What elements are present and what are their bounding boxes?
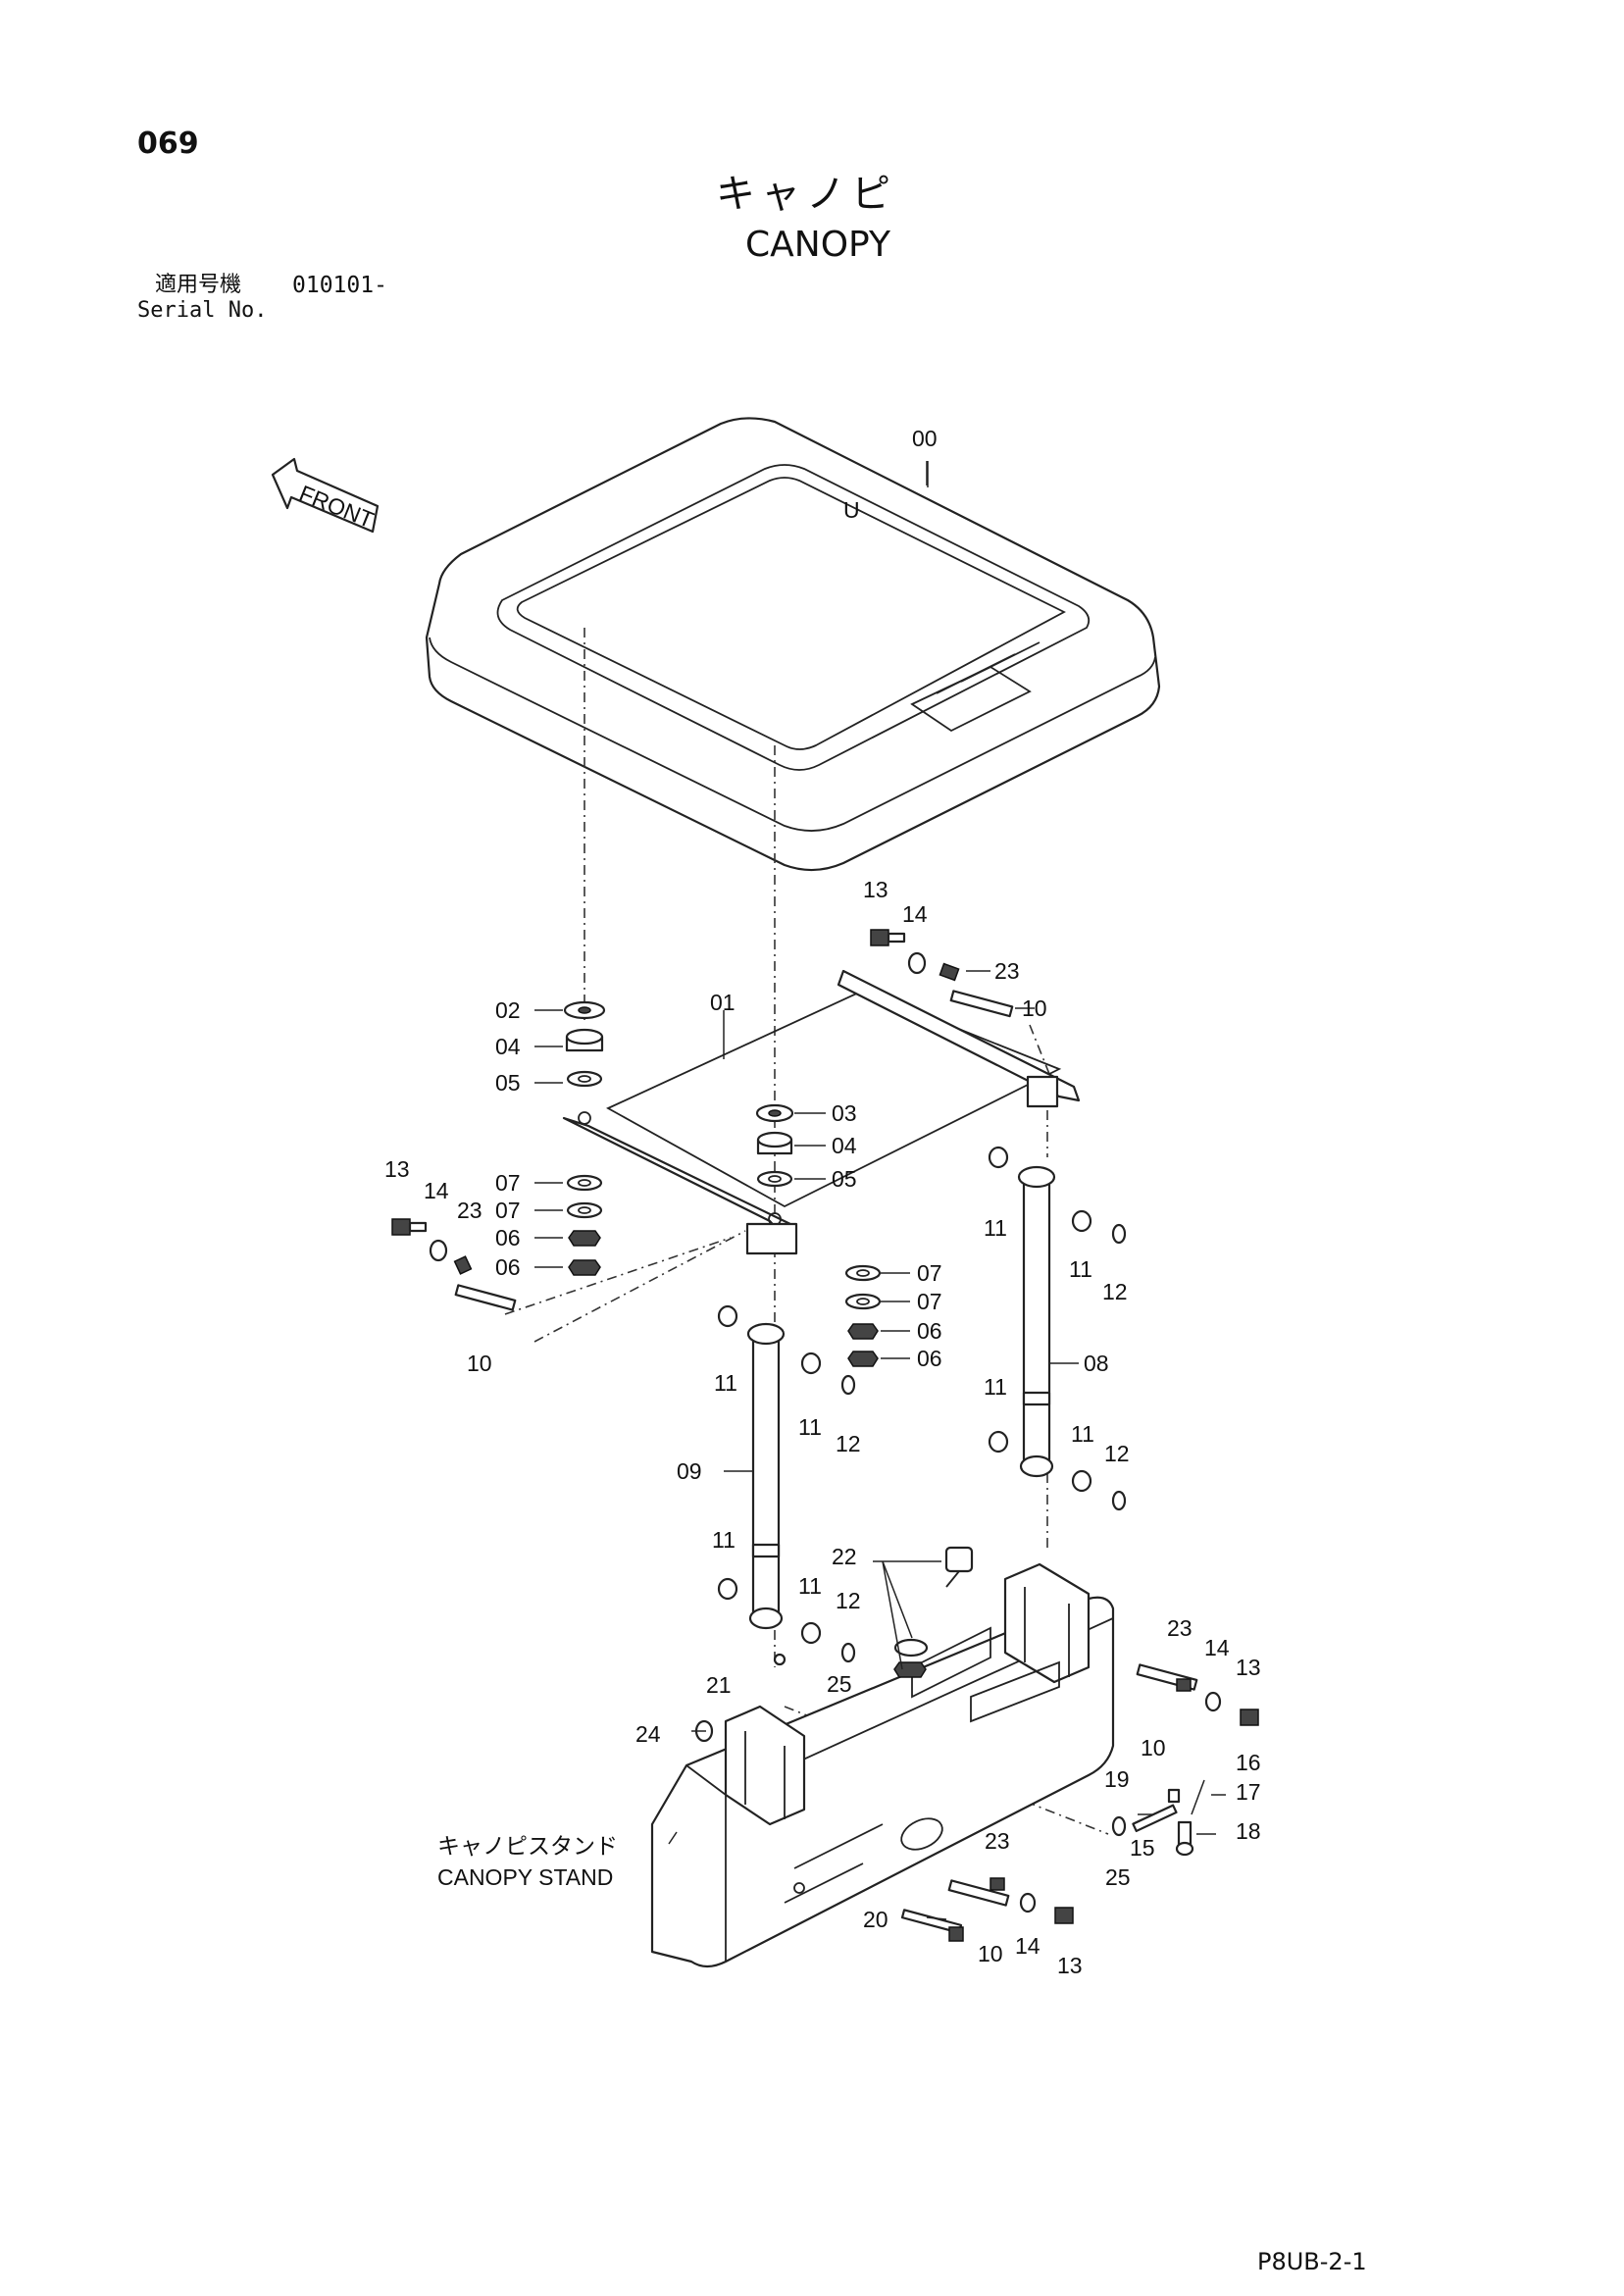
page-number: 069 xyxy=(137,127,199,161)
callout-24: 24 xyxy=(635,1721,661,1747)
callout-07: 07 xyxy=(917,1289,942,1314)
callout-11: 11 xyxy=(1069,1256,1092,1282)
callout-08: 08 xyxy=(1084,1351,1109,1376)
canopy-frame xyxy=(562,969,1081,1255)
callout-11: 11 xyxy=(798,1573,822,1599)
callout-23: 23 xyxy=(457,1198,482,1223)
callout-06: 06 xyxy=(495,1254,521,1280)
callout-13: 13 xyxy=(1057,1953,1083,1978)
callout-10: 10 xyxy=(978,1941,1003,1966)
callout-01: 01 xyxy=(710,990,736,1015)
callout-23: 23 xyxy=(1167,1615,1193,1641)
callout-14: 14 xyxy=(1015,1933,1040,1959)
fastener-set-left xyxy=(391,1218,732,1315)
mount-stack-lower xyxy=(844,1264,882,1367)
callout-12: 12 xyxy=(836,1431,861,1456)
callout-07: 07 xyxy=(917,1260,942,1286)
callout-14: 14 xyxy=(1204,1635,1230,1660)
canopy-stand xyxy=(650,1562,1115,1968)
callout-00: 00 xyxy=(912,426,938,451)
link-arm-right xyxy=(988,1146,1127,1511)
callout-11: 11 xyxy=(984,1374,1007,1400)
page-title: CANOPY xyxy=(745,225,890,265)
serial-label: Serial No. xyxy=(137,298,268,323)
document-code: P8UB-2-1 xyxy=(1257,2248,1367,2275)
callout-06: 06 xyxy=(917,1346,942,1371)
fastener-set-bottom xyxy=(694,1653,1074,1942)
callout-23: 23 xyxy=(985,1828,1010,1854)
front-arrow-icon: FRONT xyxy=(271,457,380,533)
callout-07: 07 xyxy=(495,1170,521,1196)
stopper-part xyxy=(893,1546,974,1678)
callout-20: 20 xyxy=(863,1907,888,1932)
callout-11: 11 xyxy=(714,1370,737,1396)
page-title-japanese: キャノピ xyxy=(716,172,896,217)
callout-09: 09 xyxy=(677,1458,702,1484)
callout-25: 25 xyxy=(1105,1864,1131,1890)
callout-10: 10 xyxy=(467,1351,492,1376)
fastener-set-lower-right xyxy=(1111,1663,1259,1857)
fastener-set-right xyxy=(870,929,1014,1018)
callout-13: 13 xyxy=(863,877,888,902)
canopy-roof: U xyxy=(425,417,1161,872)
callout-10: 10 xyxy=(1141,1735,1166,1760)
callout-14: 14 xyxy=(902,901,928,927)
mount-stack-right xyxy=(755,1103,794,1188)
callout-07: 07 xyxy=(495,1198,521,1223)
leader-lines xyxy=(534,461,1226,1920)
callout-23: 23 xyxy=(994,958,1020,984)
callout-12: 12 xyxy=(836,1588,861,1613)
callout-18: 18 xyxy=(1236,1818,1261,1844)
callout-13: 13 xyxy=(384,1156,410,1182)
callout-02: 02 xyxy=(495,997,521,1023)
callout-04: 04 xyxy=(832,1133,857,1158)
callout-03: 03 xyxy=(832,1100,857,1126)
callout-06: 06 xyxy=(917,1318,942,1344)
callout-04: 04 xyxy=(495,1034,521,1059)
callout-11: 11 xyxy=(712,1527,736,1553)
callout-16: 16 xyxy=(1236,1750,1261,1775)
callout-22: 22 xyxy=(832,1544,857,1569)
callout-19: 19 xyxy=(1104,1766,1130,1792)
callout-14: 14 xyxy=(424,1178,449,1203)
stand-label-japanese: キャノピスタンド xyxy=(437,1833,618,1859)
callout-11: 11 xyxy=(984,1215,1007,1241)
callout-11: 11 xyxy=(1071,1421,1094,1447)
callout-25: 25 xyxy=(827,1671,852,1697)
callout-11: 11 xyxy=(798,1414,822,1440)
callout-05: 05 xyxy=(832,1166,857,1192)
callout-12: 12 xyxy=(1104,1441,1130,1466)
callout-05: 05 xyxy=(495,1070,521,1096)
callout-12: 12 xyxy=(1102,1279,1128,1304)
callout-15: 15 xyxy=(1130,1835,1155,1861)
svg-text:U: U xyxy=(843,497,860,523)
serial-number-value: 010101- xyxy=(292,273,387,298)
callout-17: 17 xyxy=(1236,1779,1261,1805)
serial-label-japanese: 適用号機 xyxy=(155,273,242,297)
callout-21: 21 xyxy=(706,1672,732,1698)
mount-stack-left xyxy=(563,1000,606,1276)
callout-10: 10 xyxy=(1022,995,1047,1021)
stand-label: CANOPY STAND xyxy=(437,1864,613,1890)
callout-13: 13 xyxy=(1236,1655,1261,1680)
callout-06: 06 xyxy=(495,1225,521,1250)
callout-labels: 00 01 02 04 05 03 04 05 07 07 06 06 07 0… xyxy=(384,426,1261,1978)
link-arm-left xyxy=(717,1304,856,1663)
